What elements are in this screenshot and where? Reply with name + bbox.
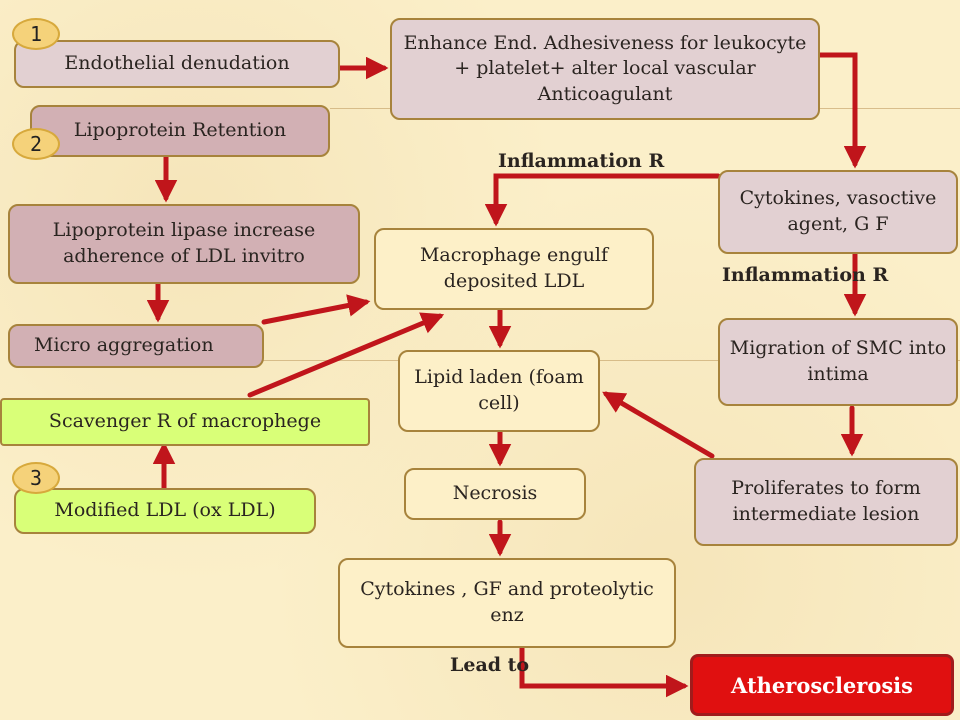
box-necrosis: Necrosis bbox=[404, 468, 586, 520]
box-scavenger-receptor-text: Scavenger R of macrophege bbox=[48, 410, 322, 433]
step-number-1: 1 bbox=[12, 18, 60, 50]
box-cytokines-gf-proteolytic: Cytokines , GF and proteolytic enz bbox=[338, 558, 676, 648]
box-lipid-laden-text: Lipid laden (foam cell) bbox=[414, 366, 584, 414]
divider-line bbox=[260, 360, 960, 361]
step-number-3: 3 bbox=[12, 462, 60, 494]
box-micro-aggregation: Micro aggregation bbox=[8, 324, 264, 368]
box-lipoprotein-lipase-text: Lipoprotein lipase increase adherence of… bbox=[52, 219, 316, 267]
box-lipoprotein-retention: Lipoprotein Retention bbox=[30, 105, 330, 157]
box-atherosclerosis: Atherosclerosis bbox=[690, 654, 954, 716]
box-endothelial-denudation: Endothelial denudation bbox=[14, 40, 340, 88]
box-migration-smc: Migration of SMC into intima bbox=[718, 318, 958, 406]
box-scavenger-receptor: Scavenger R of macrophege bbox=[0, 398, 370, 446]
box-atherosclerosis-text: Atherosclerosis bbox=[731, 672, 913, 698]
arrow-proliferates-to-lipid bbox=[602, 391, 715, 459]
box-modified-ldl-text: Modified LDL (ox LDL) bbox=[54, 499, 276, 522]
box-proliferates: Proliferates to form intermediate lesion bbox=[694, 458, 958, 546]
box-endothelial-denudation-text: Endothelial denudation bbox=[64, 52, 290, 75]
box-cytokines-vasoactive-text: Cytokines, vasoctive agent, G F bbox=[739, 187, 937, 235]
box-modified-ldl: Modified LDL (ox LDL) bbox=[14, 488, 316, 534]
label-lead-to: Lead to bbox=[450, 654, 530, 676]
box-macrophage-engulf: Macrophage engulf deposited LDL bbox=[374, 228, 654, 310]
box-macrophage-engulf-text: Macrophage engulf deposited LDL bbox=[419, 244, 609, 292]
arrow-micro-to-macrophage bbox=[261, 294, 371, 325]
box-enhance-adhesiveness: Enhance End. Adhesiveness for leukocyte … bbox=[390, 18, 820, 120]
box-enhance-adhesiveness-text: Enhance End. Adhesiveness for leukocyte … bbox=[403, 31, 807, 105]
arrow-cytokines-gf-to-atherosclerosis bbox=[519, 645, 689, 698]
step-number-2: 2 bbox=[12, 128, 60, 160]
box-necrosis-text: Necrosis bbox=[452, 482, 538, 505]
box-cytokines-vasoactive: Cytokines, vasoctive agent, G F bbox=[718, 170, 958, 254]
box-lipoprotein-retention-text: Lipoprotein Retention bbox=[73, 119, 287, 142]
label-inflammation-top: Inflammation R bbox=[498, 150, 665, 172]
box-cytokines-gf-proteolytic-text: Cytokines , GF and proteolytic enz bbox=[360, 578, 654, 626]
label-inflammation-right: Inflammation R bbox=[722, 264, 889, 286]
arrow-inflammation-to-macrophage bbox=[484, 173, 721, 227]
arrow-scavenger-to-macrophage bbox=[247, 312, 445, 398]
box-proliferates-text: Proliferates to form intermediate lesion bbox=[731, 477, 921, 525]
box-migration-smc-text: Migration of SMC into intima bbox=[729, 337, 947, 385]
arrow-enhance-to-cytokines bbox=[817, 52, 867, 169]
box-micro-aggregation-text: Micro aggregation bbox=[34, 334, 214, 357]
box-lipid-laden: Lipid laden (foam cell) bbox=[398, 350, 600, 432]
box-lipoprotein-lipase: Lipoprotein lipase increase adherence of… bbox=[8, 204, 360, 284]
